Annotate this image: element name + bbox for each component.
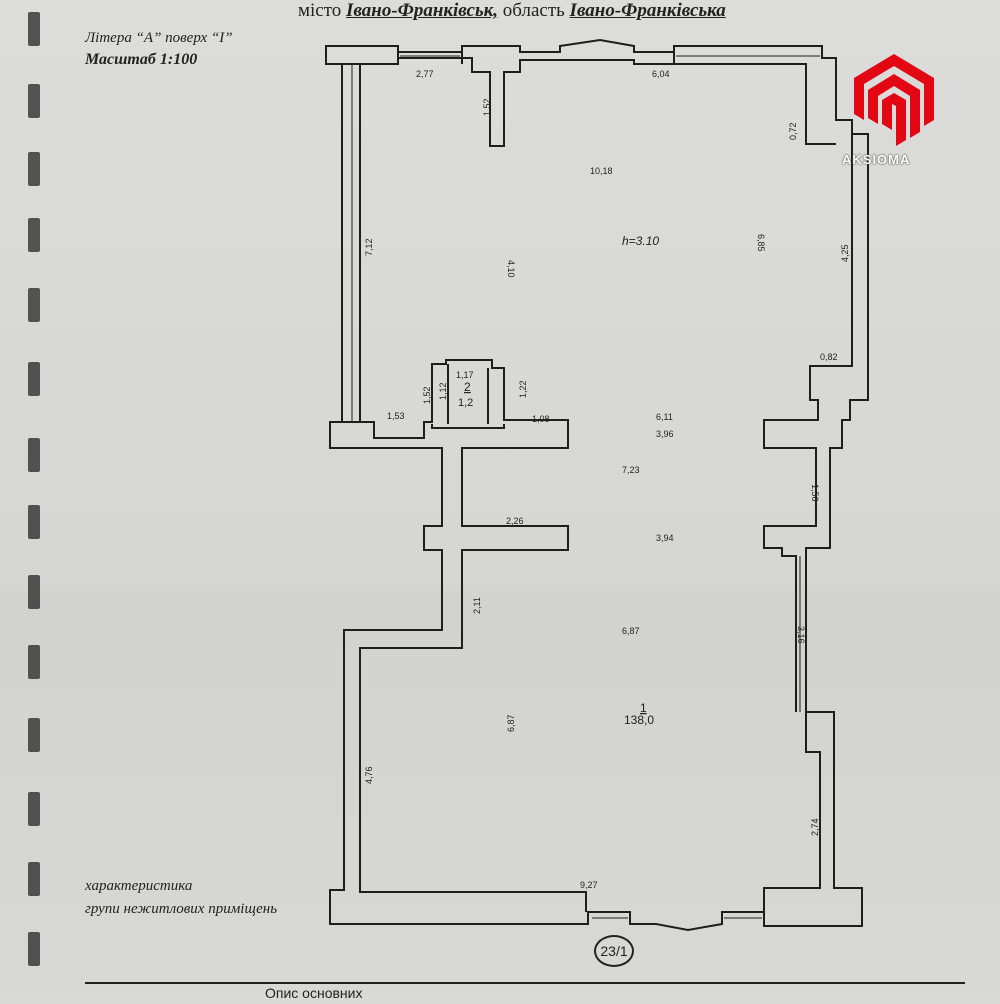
characteristic-line2: групи нежитлових приміщень xyxy=(85,901,278,917)
aksioma-logo-icon xyxy=(854,54,934,146)
room-1-number: 1 xyxy=(640,701,647,715)
dim-wc-left-int: 1,12 xyxy=(438,382,448,400)
dim-right-lower: 3,16 xyxy=(796,626,806,644)
dim-bottom-width: 9,27 xyxy=(580,880,598,890)
dim-lower-left: 2,11 xyxy=(472,597,482,614)
characteristic-line1: характеристика xyxy=(85,878,193,894)
dim-inner-top: 10,18 xyxy=(590,166,613,176)
dim-right-wall: 4,25 xyxy=(840,244,850,262)
wc-walls xyxy=(431,424,505,429)
city-name: Івано-Франківськ, xyxy=(346,0,499,21)
dim-lower-height: 6,87 xyxy=(506,714,516,732)
header-location: місто Івано-Франківськ, область Івано-Фр… xyxy=(298,0,726,22)
dim-right-bottom: 2,74 xyxy=(810,818,820,836)
room-2-number: 2 xyxy=(464,380,471,394)
outer-wall xyxy=(325,38,869,932)
description-table-border xyxy=(85,982,965,1004)
dim-width-394: 3,94 xyxy=(656,533,674,543)
dim-lower-width: 6,87 xyxy=(622,626,640,636)
dim-width-396: 3,96 xyxy=(656,429,674,439)
dim-right-small: 0,72 xyxy=(788,122,798,140)
dim-inner-right: 6,85 xyxy=(756,234,766,252)
dim-wc-top: 1,17 xyxy=(456,370,474,380)
dim-mid-pier: 1,08 xyxy=(532,414,550,424)
dim-left-pier: 1,53 xyxy=(387,411,405,421)
inner-wall xyxy=(359,64,587,912)
dim-right-pier: 1,56 xyxy=(810,484,820,502)
room-1-area: 138,0 xyxy=(624,713,654,727)
dim-wc-left-ext: 1,52 xyxy=(422,386,432,404)
dim-right-step: 0,82 xyxy=(820,352,838,362)
dim-mid-wall: 2,26 xyxy=(506,516,524,526)
dim-width-611: 6,11 xyxy=(656,412,673,422)
description-table-heading: Опис основних xyxy=(265,985,363,1001)
dim-top-notch: 1,52 xyxy=(482,98,492,116)
dim-left-wall: 7,12 xyxy=(364,238,374,256)
room-2-area: 1,2 xyxy=(458,397,473,409)
dim-top-right-width: 6,04 xyxy=(652,69,670,79)
binding-holes xyxy=(22,0,50,996)
scale-label: Масштаб 1:100 xyxy=(85,51,198,68)
sheet-stamp: 23/1 xyxy=(594,935,634,967)
aksioma-logo-text: AKSIOMA xyxy=(842,152,911,167)
dim-wc-right: 1,22 xyxy=(518,380,528,398)
litera-floor: Літера “А” поверх “І” xyxy=(85,30,233,46)
region-name: Івано-Франківська xyxy=(569,0,726,21)
city-label: місто xyxy=(298,0,342,21)
region-label: область xyxy=(502,0,565,21)
dim-inner-column: 4,10 xyxy=(506,260,516,278)
dim-height-723: 7,23 xyxy=(622,465,640,475)
dim-left-lower: 4,76 xyxy=(364,766,374,784)
dim-top-left-width: 2,77 xyxy=(416,69,434,79)
ceiling-height: h=3.10 xyxy=(622,234,659,248)
